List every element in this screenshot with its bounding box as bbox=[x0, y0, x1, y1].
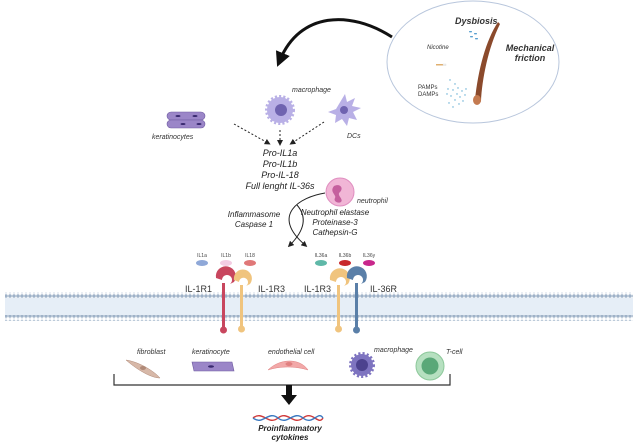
neutrophil-label: neutrophil bbox=[357, 198, 388, 205]
keratinocytes-label: keratinocytes bbox=[152, 134, 194, 141]
macrophage-target-icon bbox=[349, 352, 375, 378]
cathepsin-g-label: Cathepsin-G bbox=[312, 228, 358, 237]
ligand-ovals bbox=[196, 260, 375, 266]
t-cell-label: T-cell bbox=[446, 349, 463, 356]
bacteria-icon bbox=[469, 31, 478, 40]
mechanical-line: Mechanical bbox=[505, 43, 555, 53]
ligand-il18 bbox=[244, 260, 256, 266]
fibroblast-icon bbox=[125, 359, 161, 379]
keratinocytes-icon bbox=[166, 111, 206, 129]
keratinocyte-label: keratinocyte bbox=[192, 349, 230, 356]
macrophage-target-label: macrophage bbox=[374, 347, 413, 354]
il-36r-receptor bbox=[346, 266, 367, 334]
proteinase-3-label: Proteinase-3 bbox=[312, 218, 358, 227]
ligand-label: IL1b bbox=[221, 253, 231, 259]
processing-arrow-right bbox=[288, 192, 326, 247]
output-arrow bbox=[281, 385, 297, 405]
precursor-item: Pro-IL1b bbox=[262, 159, 298, 169]
il-1r3-receptor-right bbox=[329, 268, 350, 333]
dashed-arrow-keratinocytes bbox=[233, 123, 271, 145]
cell-membrane bbox=[5, 292, 633, 321]
precursor-item: Pro-IL1a bbox=[262, 148, 298, 158]
inflammasome-block: Inflammasome Caspase 1 bbox=[224, 210, 284, 230]
il-1r1-receptor bbox=[215, 266, 236, 334]
il-1r3-right-label: IL-1R3 bbox=[304, 284, 332, 294]
ligand-label: IL36b bbox=[338, 253, 352, 259]
ligand-il36b bbox=[339, 260, 351, 266]
ligand-il1a bbox=[196, 260, 208, 266]
ligand-il1b bbox=[220, 260, 232, 266]
endothelial-cell-label: endothelial cell bbox=[268, 349, 315, 356]
dysbiosis-label: Dysbiosis bbox=[455, 16, 498, 26]
dashed-arrow-dcs bbox=[289, 121, 325, 145]
precursor-item: Pro-IL-18 bbox=[261, 170, 299, 180]
inset-ellipse bbox=[386, 0, 560, 124]
ligand-label: IL36a bbox=[314, 253, 328, 259]
hair-follicle-icon bbox=[474, 22, 500, 104]
pamps-label: PAMPs bbox=[418, 85, 438, 91]
pamps-dots-icon bbox=[446, 79, 467, 108]
ligand-label: IL36y bbox=[362, 253, 376, 259]
pamps-damps-label: PAMPs DAMPs bbox=[418, 85, 438, 99]
neutrophil-icon bbox=[325, 177, 355, 207]
fibroblast-label: fibroblast bbox=[137, 349, 166, 356]
t-cell-icon bbox=[415, 351, 445, 381]
il-1r1-label: IL-1R1 bbox=[185, 284, 213, 294]
macrophage-icon bbox=[265, 95, 295, 125]
dna-icon bbox=[252, 415, 324, 421]
dendritic-cell-icon bbox=[328, 94, 361, 126]
precursor-item: Full lenght IL-36s bbox=[245, 181, 315, 191]
ligand-label: IL18 bbox=[245, 253, 255, 259]
cigarette-icon bbox=[436, 63, 447, 66]
trigger-arrow bbox=[275, 18, 393, 67]
precursor-list: Pro-IL1a Pro-IL1b Pro-IL-18 Full lenght … bbox=[230, 148, 330, 192]
dcs-label: DCs bbox=[347, 133, 361, 140]
friction-line: friction bbox=[514, 53, 546, 63]
macrophage-label: macrophage bbox=[292, 87, 331, 94]
mechanical-friction-label: Mechanical friction bbox=[500, 43, 560, 63]
target-bracket bbox=[113, 374, 451, 386]
il-1r3-left-label: IL-1R3 bbox=[258, 284, 286, 294]
il-36r-label: IL-36R bbox=[370, 284, 398, 294]
ligand-il36a bbox=[315, 260, 327, 266]
keratinocyte-icon bbox=[191, 361, 235, 372]
il-1r3-receptor-left bbox=[233, 269, 252, 333]
nicotine-label: Nicotine bbox=[427, 45, 449, 51]
output-label: Proinflammatory cytokines bbox=[258, 424, 322, 442]
caspase-label: Caspase 1 bbox=[234, 220, 274, 229]
inflammasome-label: Inflammasome bbox=[227, 210, 281, 219]
protease-block: Neutrophil elastase Proteinase-3 Catheps… bbox=[290, 208, 380, 238]
endothelial-cell-icon bbox=[267, 360, 309, 371]
processing-arrow-left bbox=[287, 204, 304, 248]
ligand-il36y bbox=[363, 260, 375, 266]
damps-label: DAMPs bbox=[418, 92, 439, 98]
ligand-label: IL1a bbox=[197, 253, 207, 259]
neutrophil-elastase-label: Neutrophil elastase bbox=[300, 208, 370, 217]
